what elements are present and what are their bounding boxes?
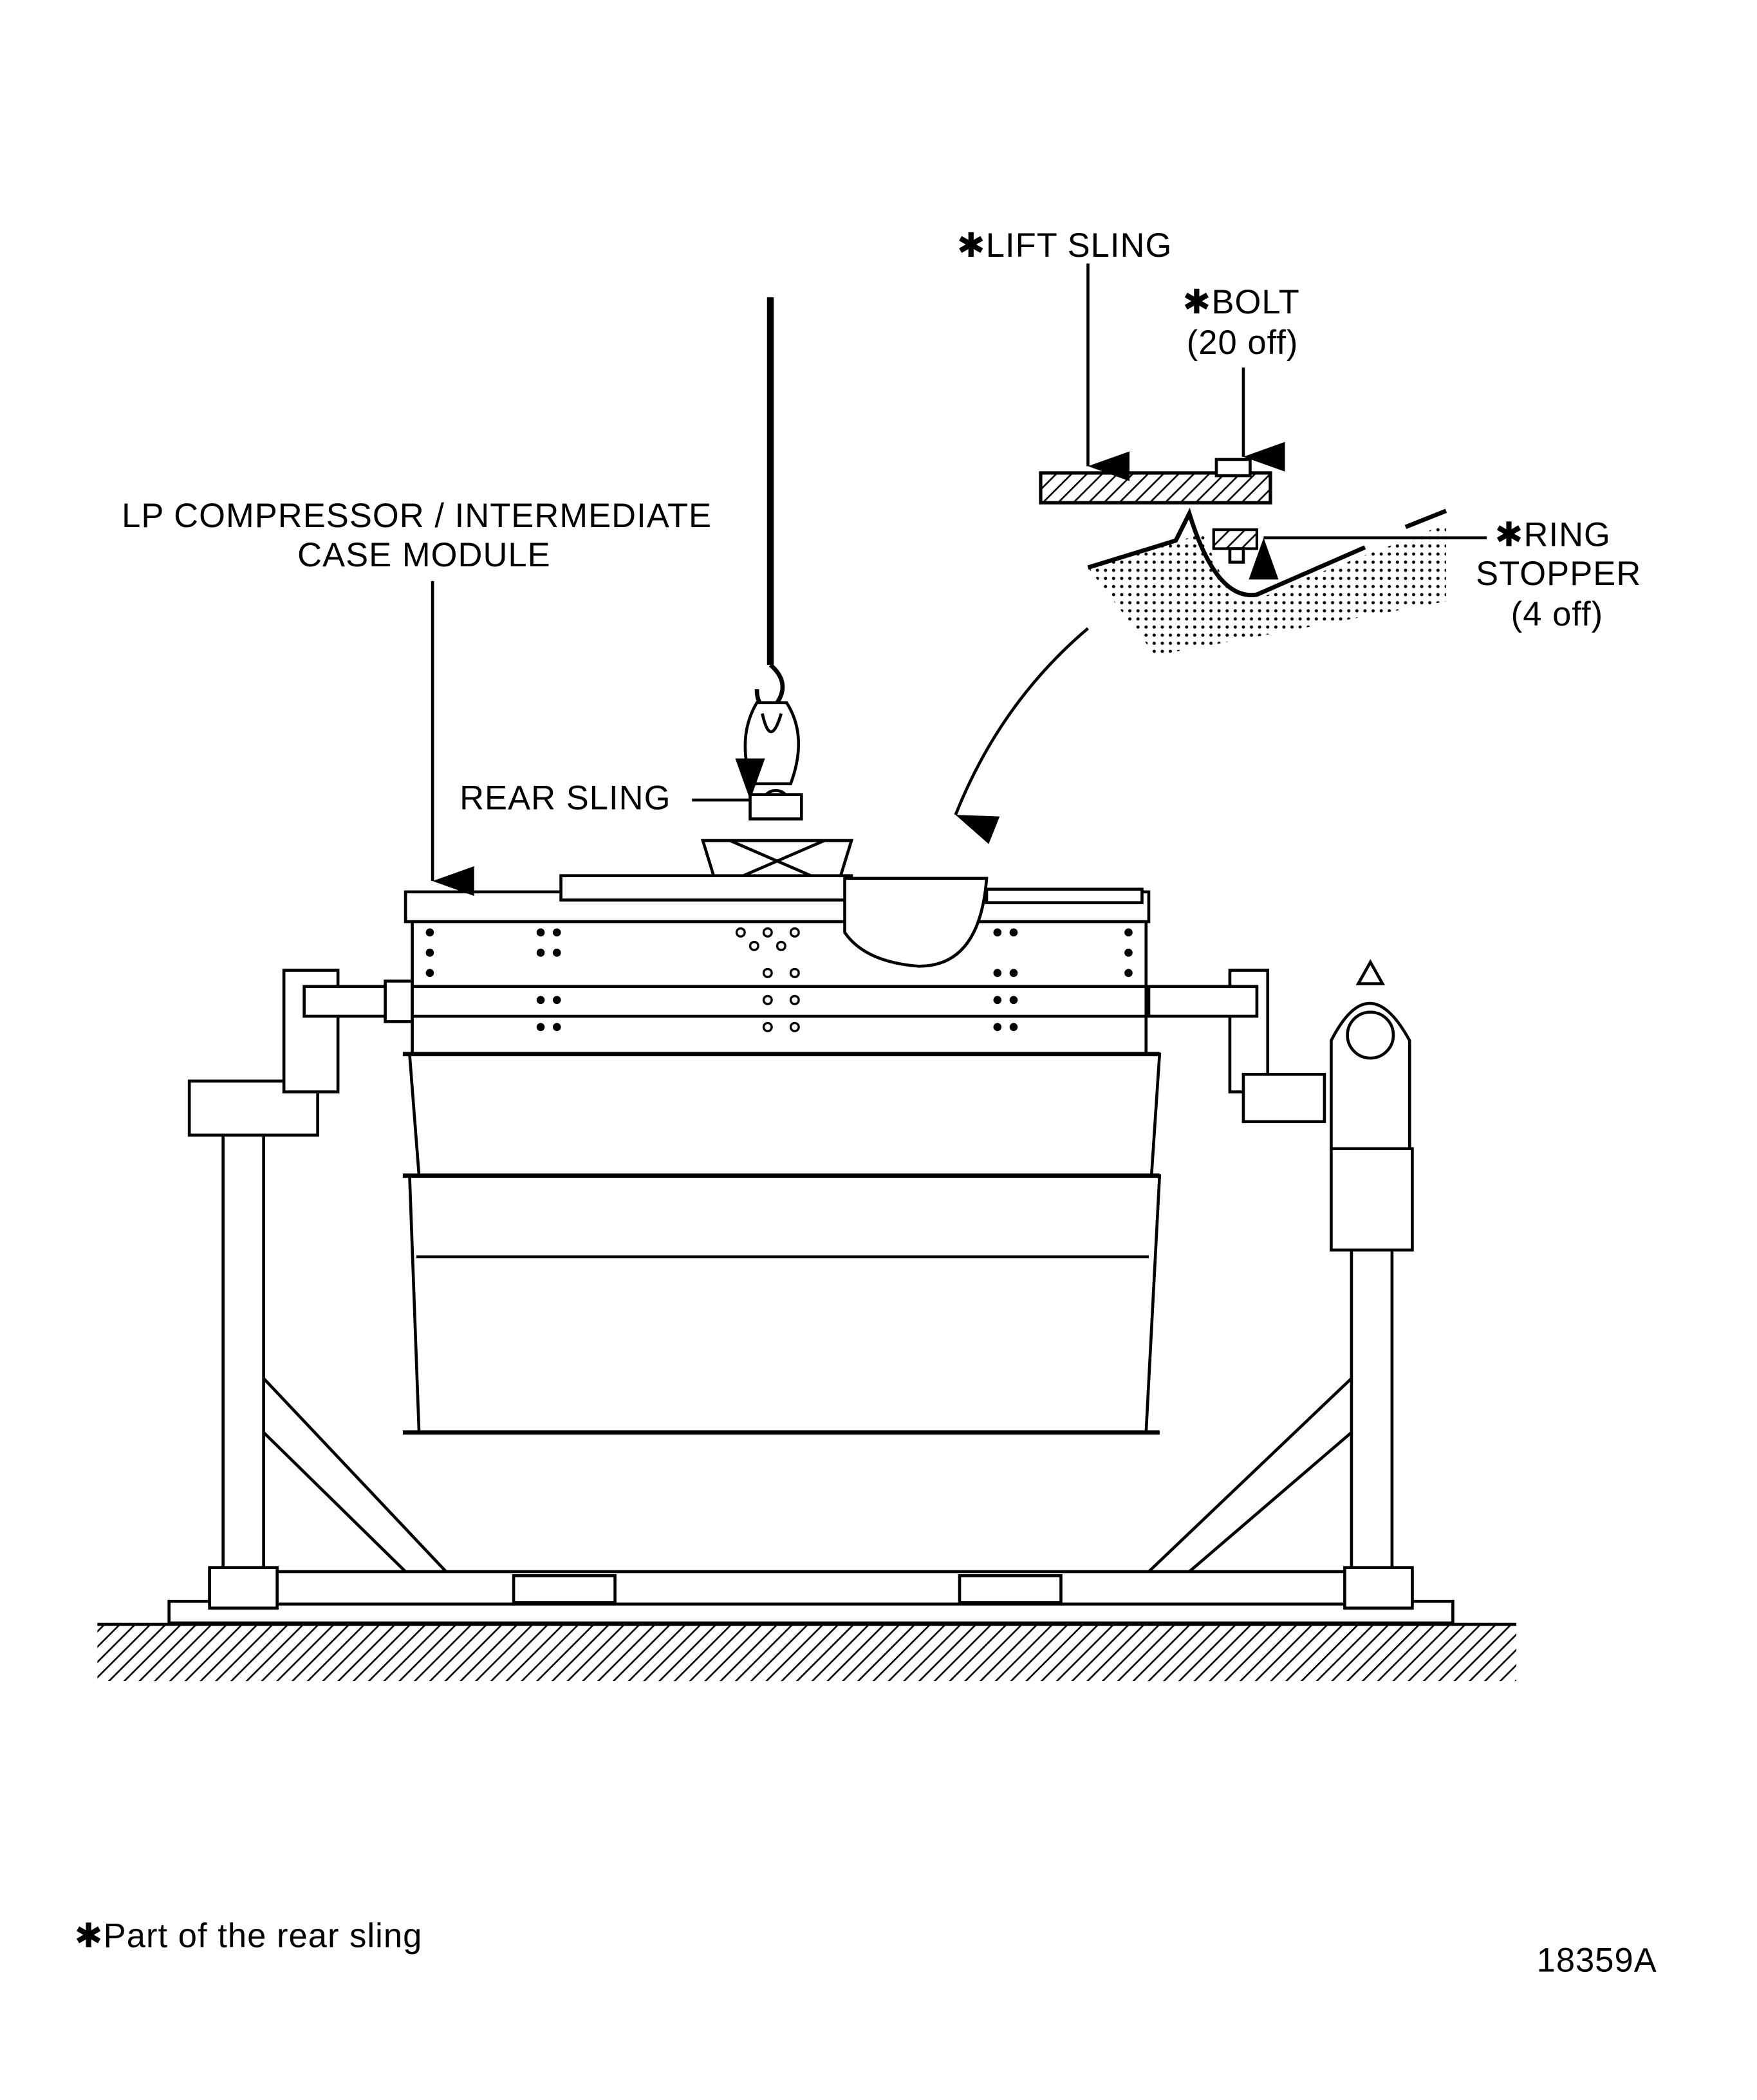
detail-callout-arrow <box>954 627 1089 844</box>
ring-stopper-detail <box>1039 458 1447 656</box>
ground-hatch <box>97 1624 1517 1682</box>
label-bolt-qty: (20 off) <box>1187 324 1299 362</box>
left-stand <box>187 969 447 1573</box>
label-lift-sling: ✱LIFT SLING <box>957 227 1173 265</box>
label-ring-stopper-qty: (4 off) <box>1511 595 1603 633</box>
label-bolt: ✱BOLT <box>1182 283 1299 321</box>
stand-base-frame <box>167 1566 1455 1625</box>
footnote: ✱Part of the rear sling <box>75 1917 423 1955</box>
right-stand <box>1147 959 1414 1573</box>
label-ring: ✱RING <box>1494 516 1610 553</box>
label-stopper: STOPPER <box>1476 555 1641 593</box>
label-module-line1: LP COMPRESSOR / INTERMEDIATE <box>122 497 712 535</box>
rear-sling-assembly <box>700 297 854 877</box>
label-module-line2: CASE MODULE <box>297 536 551 574</box>
label-rear-sling: REAR SLING <box>460 779 671 817</box>
lp-compressor-module <box>402 874 1162 1435</box>
figure-number: 18359A <box>1537 1942 1657 1980</box>
